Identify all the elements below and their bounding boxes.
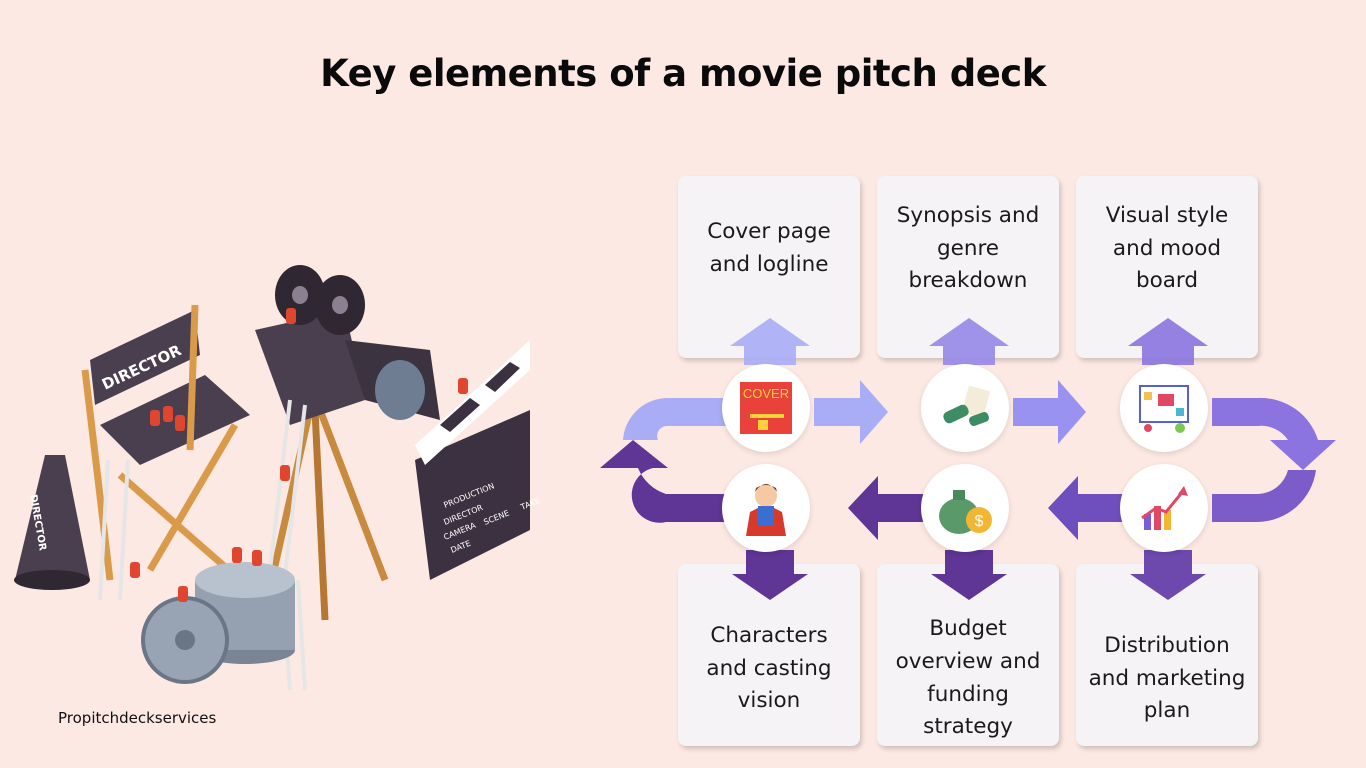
arrow-left-icon <box>848 476 898 540</box>
flow-diagram: Cover page and logline Synopsis and genre b… <box>598 170 1338 750</box>
step-label-line: plan <box>1143 698 1191 724</box>
flow-loop-left-bottom <box>600 440 726 523</box>
svg-text:$: $ <box>975 513 984 530</box>
step-label-line: vision <box>737 688 801 714</box>
crew-figures <box>130 308 468 602</box>
step-label-line: and casting <box>706 655 832 681</box>
cover-icon-label: COVER <box>743 386 789 401</box>
step-label-line: board <box>1135 268 1199 294</box>
step-label-line: Characters <box>710 622 828 648</box>
superhero-icon <box>722 464 810 552</box>
money-bag-icon: $ <box>921 464 1009 552</box>
step-label-line: funding <box>927 681 1009 707</box>
arrow-down-icon <box>1130 550 1206 600</box>
flow-loop-right-bottom <box>1212 470 1316 522</box>
cover-page-icon: COVER <box>722 364 810 452</box>
step-label-line: Visual style <box>1105 203 1229 228</box>
step-label-line: breakdown <box>908 268 1028 294</box>
flow-loop-left <box>623 398 726 440</box>
step-label-line: and mood <box>1112 235 1222 261</box>
arrow-right-icon <box>814 380 888 444</box>
flow-loop-right <box>1212 397 1336 470</box>
flow-arrows <box>600 318 1336 600</box>
step-label-line: and logline <box>709 251 829 277</box>
arrow-down-icon <box>931 550 1007 600</box>
arrow-up-icon <box>1128 318 1208 365</box>
page-title: Key elements of a movie pitch deck <box>320 52 1046 95</box>
step-label-line: strategy <box>923 714 1013 740</box>
step-distribution-box: Distribution and marketing plan <box>1076 564 1258 746</box>
film-set-illustration: PRODUCTION DIRECTOR CAMERA DATE SCENE TA… <box>14 265 540 691</box>
writing-hands-icon <box>921 364 1009 452</box>
step-label-line: Synopsis and <box>896 203 1040 228</box>
film-reel-icon <box>141 562 295 684</box>
arrow-right-icon <box>1013 380 1086 444</box>
arrow-left-icon <box>1048 476 1098 540</box>
megaphone-icon: DIRECTOR <box>14 455 90 590</box>
step-label-line: overview and <box>895 648 1041 674</box>
step-label-line: Cover page <box>707 219 831 244</box>
mood-board-icon <box>1120 364 1208 452</box>
credit-text: Propitchdeckservices <box>58 709 217 727</box>
movie-camera-icon <box>255 265 440 425</box>
director-chair-icon: DIRECTOR <box>81 304 250 583</box>
step-label-line: and marketing <box>1088 665 1246 691</box>
arrow-up-icon <box>929 318 1009 365</box>
growth-chart-icon <box>1120 464 1208 552</box>
arrow-up-icon <box>730 318 810 365</box>
arrow-down-icon <box>732 550 808 600</box>
step-label-line: Budget <box>929 616 1007 642</box>
step-label-line: genre <box>936 235 1000 261</box>
clapperboard-icon: PRODUCTION DIRECTOR CAMERA DATE SCENE TA… <box>415 340 540 580</box>
step-label-line: Distribution <box>1104 632 1230 658</box>
